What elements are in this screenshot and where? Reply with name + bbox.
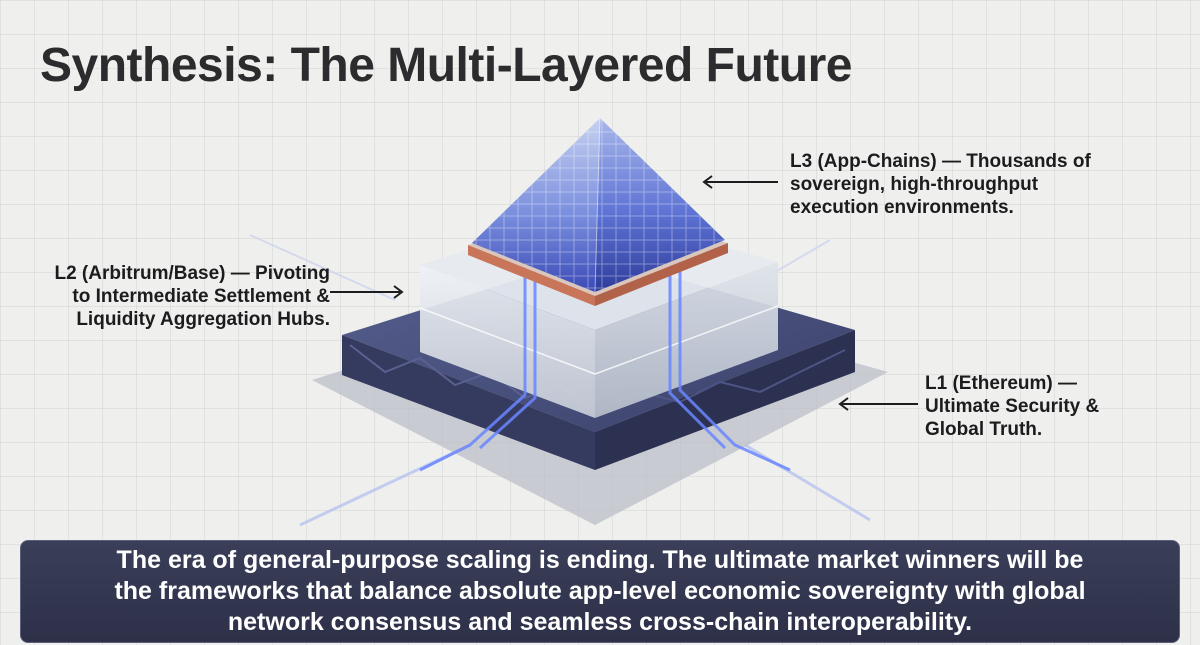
ground-channel-line xyxy=(744,443,871,522)
l3-label-line: L3 (App-Chains) — Thousands of xyxy=(790,151,1091,172)
l1-label-line: Global Truth. xyxy=(925,419,1043,440)
l3-label: L3 (App-Chains) — Thousands of sovereign… xyxy=(790,150,1091,219)
l1-label-line: L1 (Ethereum) — xyxy=(925,373,1078,394)
page-title: Synthesis: The Multi-Layered Future xyxy=(40,39,852,92)
summary-banner: The era of general-purpose scaling is en… xyxy=(20,540,1180,643)
l2-label-line: L2 (Arbitrum/Base) — Pivoting xyxy=(54,263,330,284)
l2-label-line: to Intermediate Settlement & xyxy=(72,286,330,307)
l3-label-line: execution environments. xyxy=(790,197,1014,218)
l2-label: L2 (Arbitrum/Base) — Pivoting to Interme… xyxy=(30,262,330,331)
l1-label-line: Ultimate Security & xyxy=(925,396,1100,417)
l1-label: L1 (Ethereum) — Ultimate Security & Glob… xyxy=(925,372,1099,441)
l3-arrow-icon xyxy=(702,175,778,189)
l3-label-line: sovereign, high-throughput xyxy=(790,174,1039,195)
l3-cube-pyramid xyxy=(472,117,725,293)
l1-arrow-icon xyxy=(838,397,918,411)
l2-arrow-icon xyxy=(330,285,404,299)
l2-label-line: Liquidity Aggregation Hubs. xyxy=(76,309,330,330)
ground-channel-line xyxy=(249,234,396,301)
banner-line: the frameworks that balance absolute app… xyxy=(114,577,1086,605)
banner-line: network consensus and seamless cross-cha… xyxy=(227,608,973,636)
interop-channels xyxy=(419,255,791,472)
ground-channel-line xyxy=(769,239,831,276)
banner-line: The era of general-purpose scaling is en… xyxy=(116,546,1084,574)
